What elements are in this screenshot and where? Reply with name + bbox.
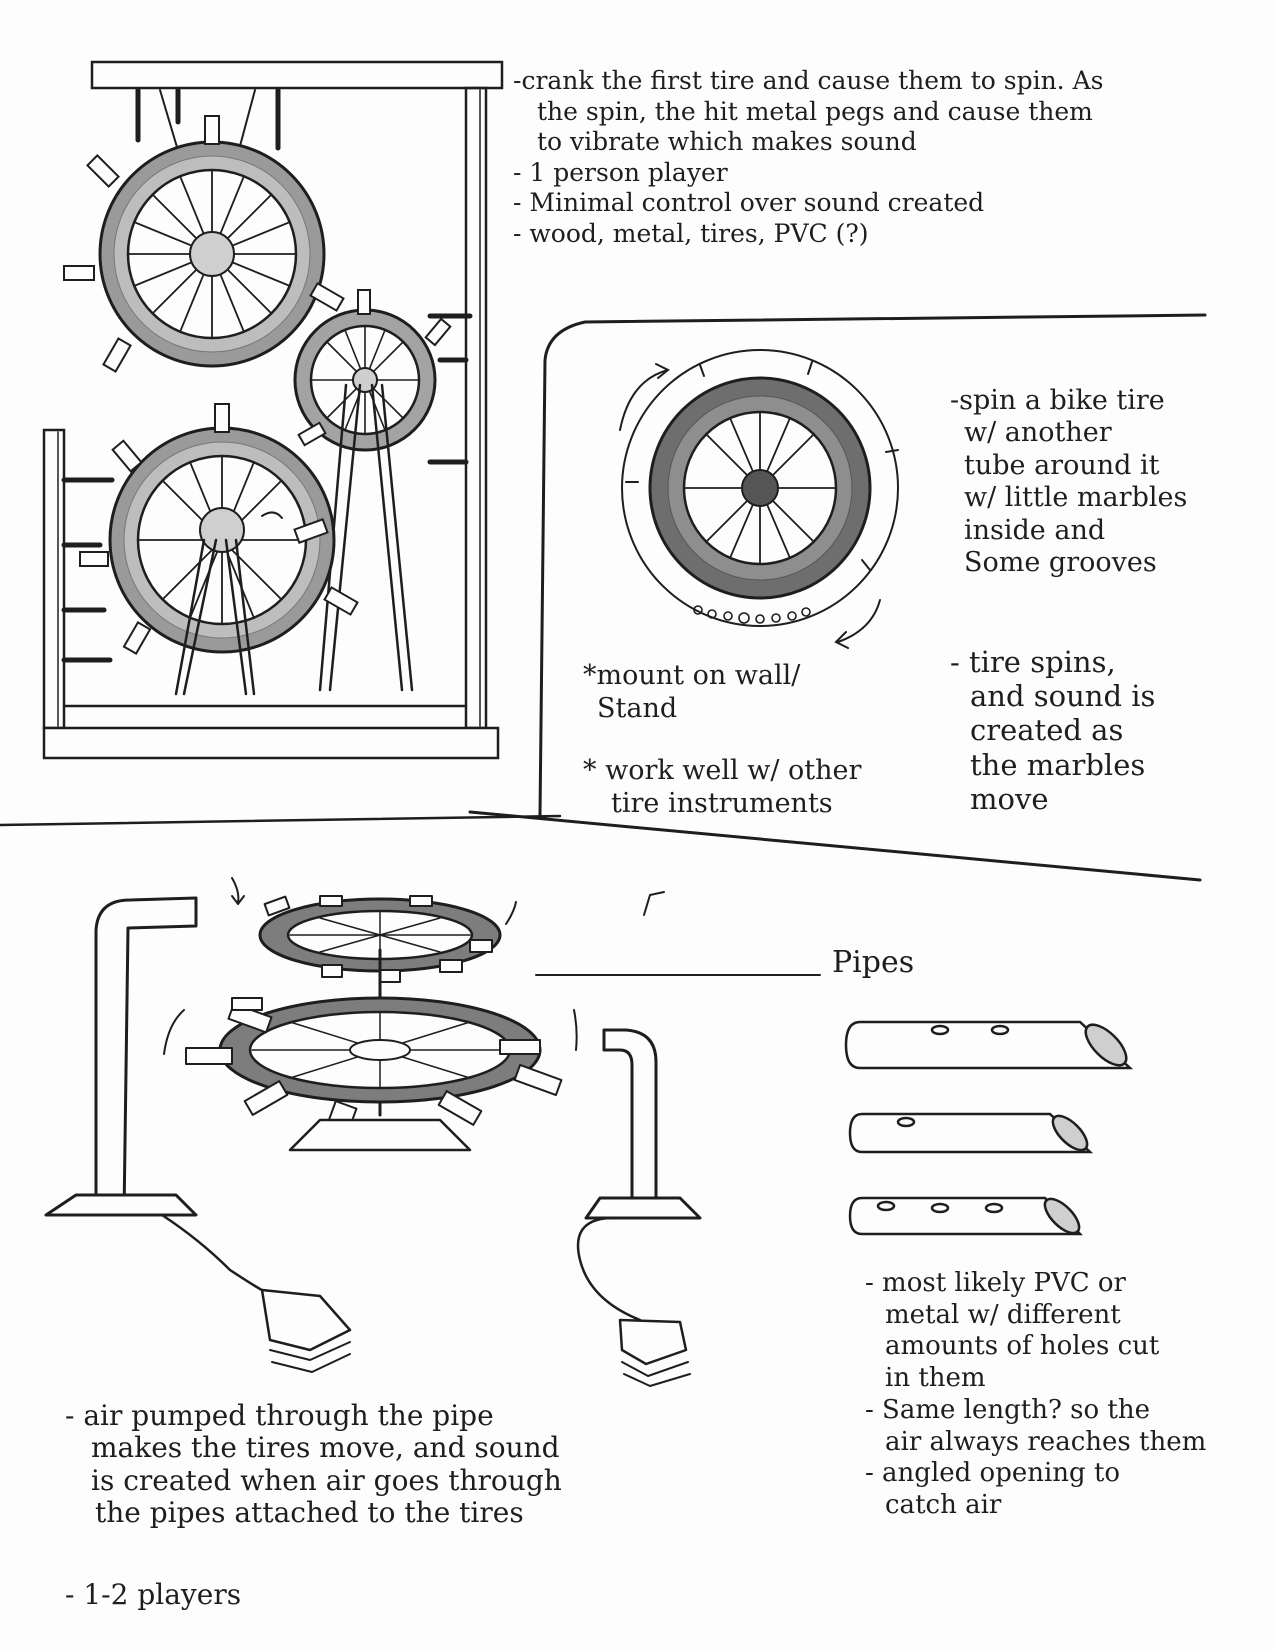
note-line: the spin, the hit metal pegs and cause t… <box>513 97 1103 128</box>
note-line: in them <box>865 1363 1206 1395</box>
note-line: - tire spins, <box>950 645 1155 679</box>
pipes-label: Pipes <box>832 945 914 980</box>
note-line: - angled opening to <box>865 1458 1206 1490</box>
note-line: is created when air goes through <box>65 1465 562 1497</box>
note-line: metal w/ different <box>865 1300 1206 1332</box>
pipe-2 <box>850 1110 1093 1155</box>
players-note: - 1-2 players <box>65 1578 241 1612</box>
sketch1-notes: -crank the first tire and cause them to … <box>513 66 1103 249</box>
pipe-tire-drawing <box>46 878 820 1386</box>
note-line: *mount on wall/ <box>583 660 800 693</box>
note-line: Stand <box>583 693 800 726</box>
note-line: w/ little marbles <box>950 482 1187 514</box>
note-line: - Same length? so the <box>865 1395 1206 1427</box>
note-line: - most likely PVC or <box>865 1268 1206 1300</box>
note-line: Some grooves <box>950 547 1187 579</box>
note-line: tire instruments <box>583 788 861 821</box>
note-line: - air pumped through the pipe <box>65 1400 562 1432</box>
note-line: - wood, metal, tires, PVC (?) <box>513 219 1103 250</box>
wheel-bottom-left <box>80 404 357 694</box>
note-line: tube around it <box>950 450 1187 482</box>
note-line: the marbles <box>950 748 1155 782</box>
note-line: and sound is <box>950 679 1155 713</box>
note-line: - 1 person player <box>513 158 1103 189</box>
sketch3-notes-left: - air pumped through the pipe makes the … <box>65 1400 562 1530</box>
note-line: created as <box>950 713 1155 747</box>
sketch2-notes-top: -spin a bike tire w/ another tube around… <box>950 385 1187 579</box>
note-line: w/ another <box>950 417 1187 449</box>
note-line: makes the tires move, and sound <box>65 1432 562 1464</box>
sketch3-notes-right: - most likely PVC or metal w/ different … <box>865 1268 1206 1522</box>
note-line: move <box>950 782 1155 816</box>
note-line: catch air <box>865 1490 1206 1522</box>
note-line: -crank the first tire and cause them to … <box>513 66 1103 97</box>
sketch2-notes-bottom: - tire spins, and sound is created as th… <box>950 645 1155 816</box>
bike-tire-drawing <box>620 350 898 648</box>
note-line: to vibrate which makes sound <box>513 127 1103 158</box>
note-line: -spin a bike tire <box>950 385 1187 417</box>
pipe-3 <box>850 1193 1085 1238</box>
work-note: * work well w/ other tire instruments <box>583 755 861 821</box>
pipe-drawings <box>846 1018 1133 1238</box>
pipe-1 <box>846 1018 1133 1072</box>
note-line: amounts of holes cut <box>865 1331 1206 1363</box>
note-line: inside and <box>950 515 1187 547</box>
note-line: * work well w/ other <box>583 755 861 788</box>
wheel-top-left <box>64 116 343 371</box>
note-line: the pipes attached to the tires <box>65 1497 562 1529</box>
note-line: - Minimal control over sound created <box>513 188 1103 219</box>
mount-note: *mount on wall/ Stand <box>583 660 800 726</box>
note-line: air always reaches them <box>865 1427 1206 1459</box>
